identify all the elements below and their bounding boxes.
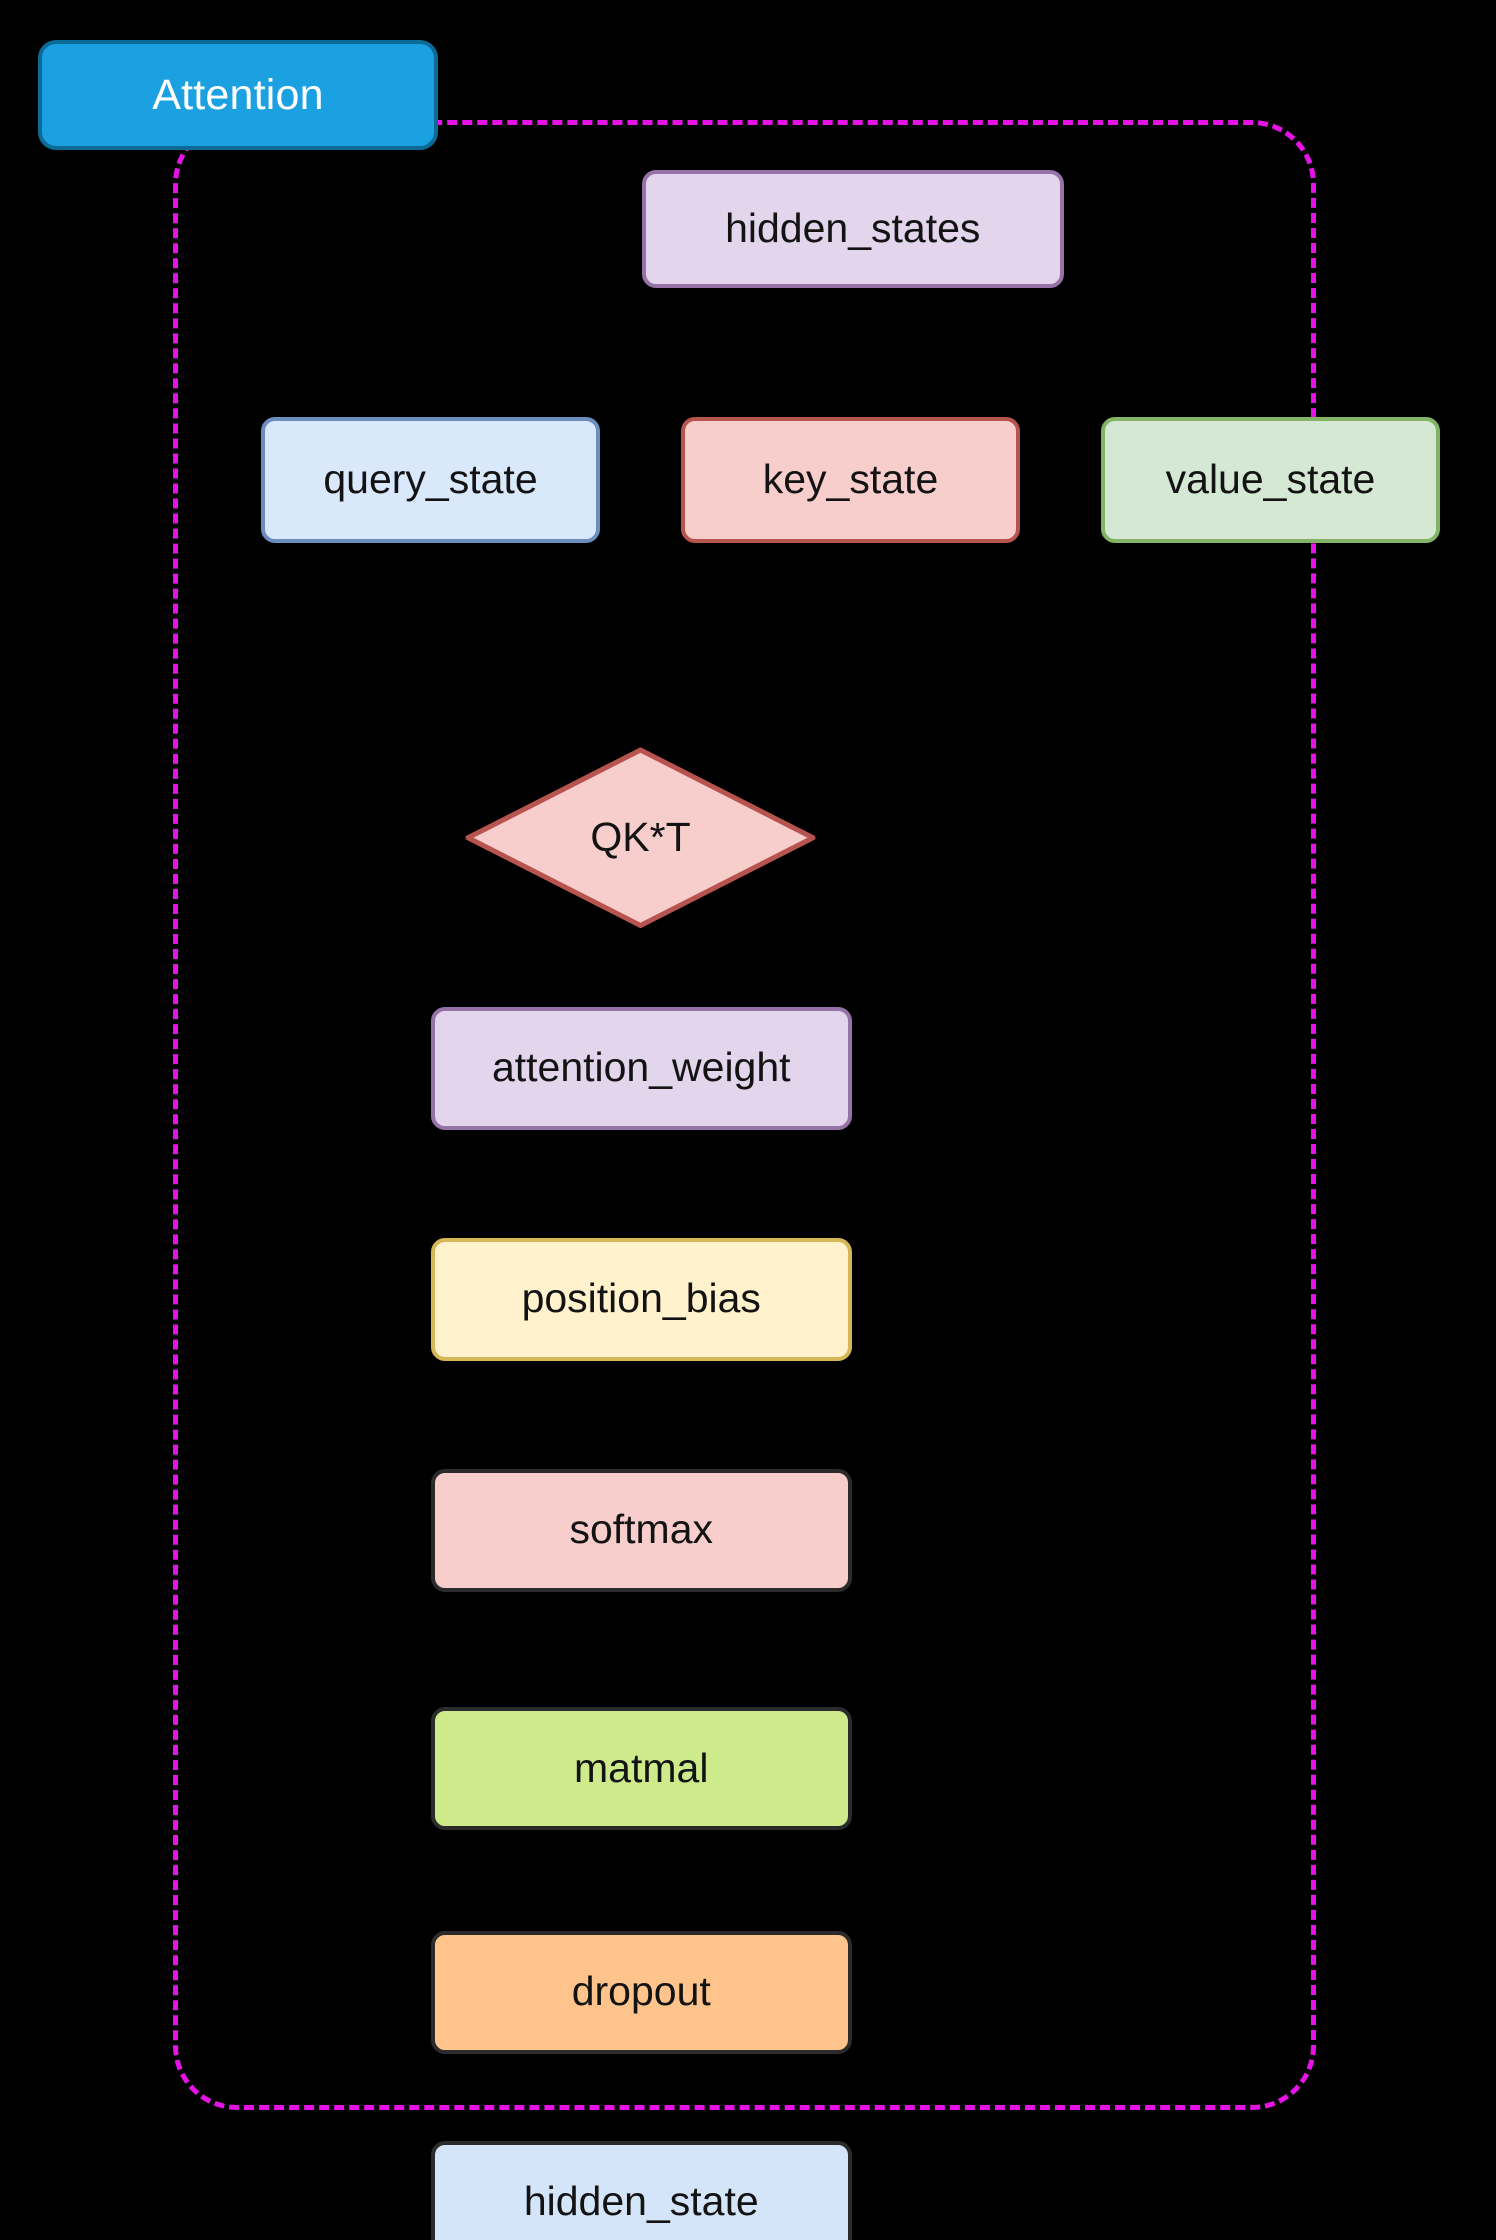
node-key_state[interactable]: key_state (681, 417, 1020, 543)
node-matmal[interactable]: matmal (430, 1707, 852, 1830)
node-attention_weight[interactable]: attention_weight (430, 1006, 852, 1130)
node-label-hidden_states: hidden_states (725, 205, 981, 252)
node-label-softmax: softmax (569, 1506, 714, 1553)
node-label-attention_weight: attention_weight (491, 1044, 791, 1091)
node-softmax[interactable]: softmax (430, 1468, 852, 1592)
node-hidden_state[interactable]: hidden_state (430, 2140, 852, 2240)
node-label-matmal: matmal (574, 1744, 709, 1791)
node-position_bias[interactable]: position_bias (430, 1237, 852, 1361)
node-label-value_state: value_state (1165, 456, 1376, 503)
node-label-position_bias: position_bias (521, 1275, 761, 1322)
node-label-qkt: QK*T (590, 814, 691, 861)
node-query_state[interactable]: query_state (261, 417, 600, 543)
node-hidden_states[interactable]: hidden_states (642, 169, 1064, 288)
node-label-query_state: query_state (323, 456, 538, 503)
node-dropout[interactable]: dropout (430, 1930, 852, 2054)
node-label-dropout: dropout (571, 1968, 711, 2015)
node-label-key_state: key_state (762, 456, 939, 503)
subgraph-attention-border (173, 120, 1316, 2110)
node-value_state[interactable]: value_state (1101, 417, 1440, 543)
node-label-hidden_state: hidden_state (523, 2178, 759, 2225)
node-qkt[interactable]: QK*T (465, 747, 816, 929)
subgraph-attention-title[interactable]: Attention (38, 40, 438, 150)
